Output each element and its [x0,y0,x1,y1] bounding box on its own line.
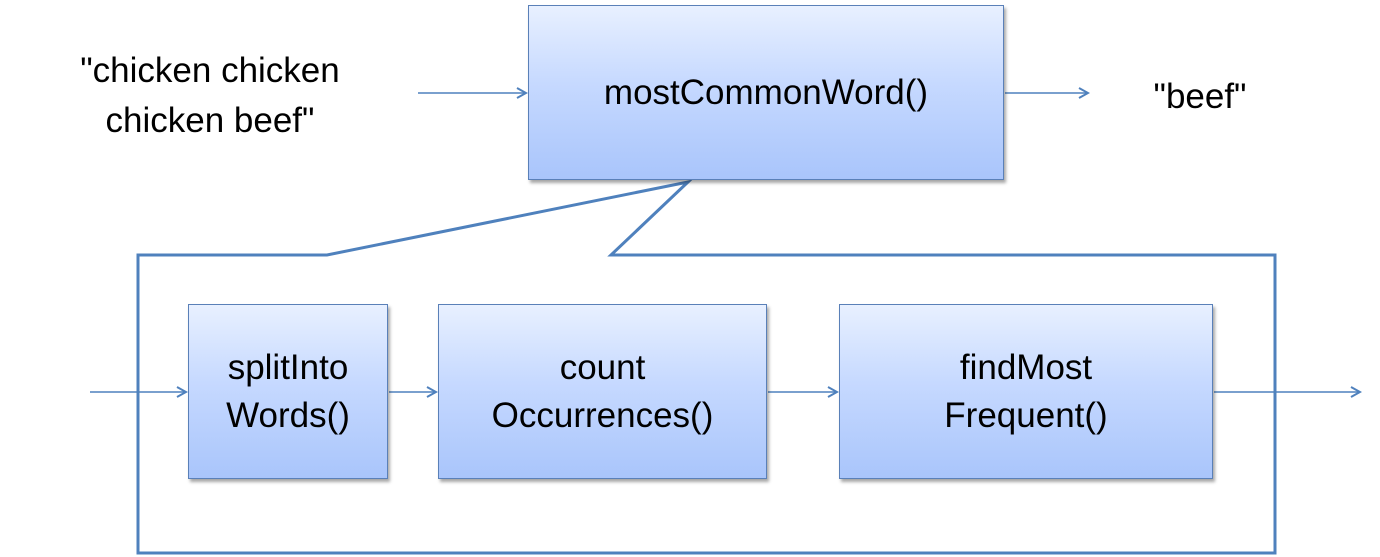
input-string-line-2: chicken beef" [105,101,315,140]
find-most-frequent-line-1: findMost [959,347,1093,387]
expansion-callout [136,179,1277,555]
main-function-box: mostCommonWord() [528,5,1004,180]
input-string-line-1: "chicken chicken [80,51,340,90]
main-function-label: mostCommonWord() [603,72,929,112]
output-string-label: "beef" [1153,77,1247,116]
split-into-words-line-1: splitInto [227,347,349,387]
count-occurrences-box: count Occurrences() [438,304,767,479]
split-into-words-line-2: Words() [226,395,350,435]
find-most-frequent-line-2: Frequent() [944,395,1108,435]
count-occurrences-line-2: Occurrences() [491,395,714,435]
split-into-words-box: splitInto Words() [188,304,388,479]
count-occurrences-line-1: count [559,347,646,387]
find-most-frequent-box: findMost Frequent() [839,304,1213,479]
input-string-label: "chicken chicken chicken beef" [60,46,360,146]
